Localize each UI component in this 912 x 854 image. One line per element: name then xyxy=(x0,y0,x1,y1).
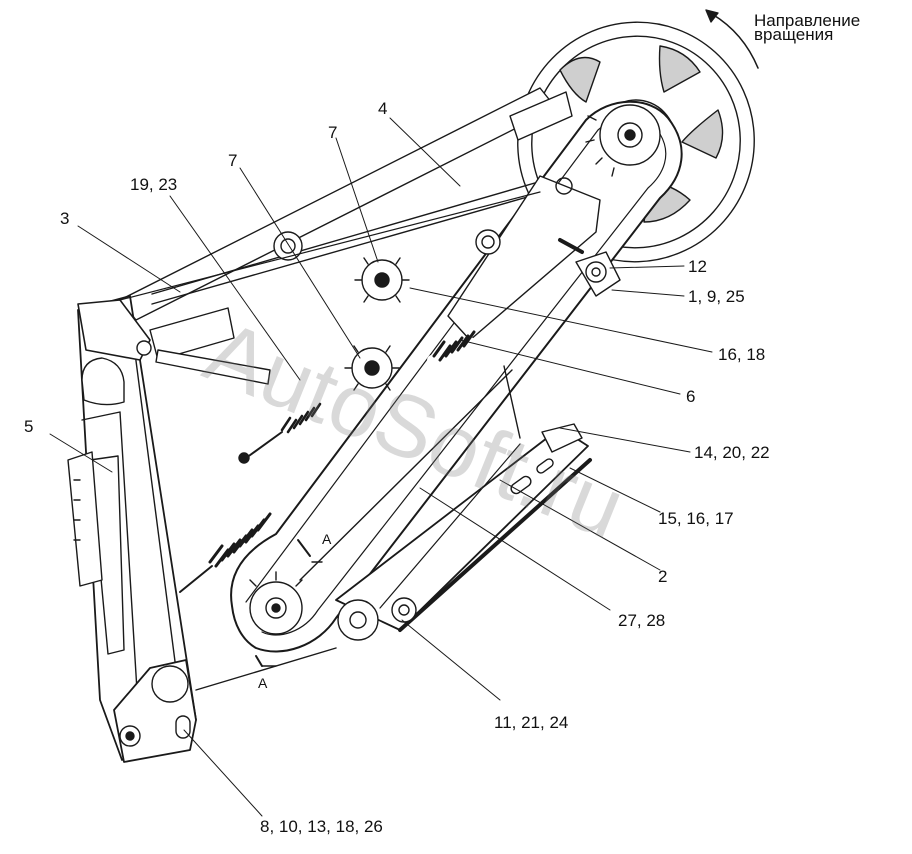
callout-6: 6 xyxy=(686,387,696,406)
tension-spring-lower xyxy=(179,512,272,593)
adjuster-bolt xyxy=(558,238,621,297)
tension-spring-upper xyxy=(427,330,476,365)
center-link xyxy=(299,365,521,609)
left-arm xyxy=(67,295,197,761)
right-plate xyxy=(447,175,601,341)
idler-sprocket-1 xyxy=(354,257,410,303)
callout-8-10-13-18-26: 8, 10, 13, 18, 26 xyxy=(260,817,383,836)
long-tie-rod xyxy=(119,191,541,691)
callout-7b: 7 xyxy=(328,123,338,142)
upper-sprocket-icon xyxy=(585,104,661,177)
section-mark-bottom: A xyxy=(258,675,268,691)
callout-15-16-17: 15, 16, 17 xyxy=(658,509,734,528)
callout-7a: 7 xyxy=(228,151,238,170)
callout-12: 12 xyxy=(688,257,707,276)
section-mark-top: A xyxy=(322,531,332,547)
callout-2: 2 xyxy=(658,567,668,586)
callout-19-23: 19, 23 xyxy=(130,175,178,194)
callout-1-9-25: 1, 9, 25 xyxy=(688,287,745,306)
right-lever xyxy=(335,423,592,641)
section-line-a xyxy=(255,539,323,667)
callout-4: 4 xyxy=(378,99,388,118)
lower-pivot-block xyxy=(113,659,197,763)
callout-3: 3 xyxy=(60,209,70,228)
callout-27-28: 27, 28 xyxy=(618,611,666,630)
rotation-direction-label: Направление вращения xyxy=(754,11,861,44)
rotation-arrow-icon xyxy=(705,9,759,69)
left-top-bracket xyxy=(77,299,271,385)
tension-spring-small xyxy=(238,402,322,464)
lower-sprocket-icon xyxy=(249,571,303,635)
rotation-label-line1: Направление xyxy=(754,11,861,30)
callout-14-20-22: 14, 20, 22 xyxy=(694,443,770,462)
callout-5: 5 xyxy=(24,417,34,436)
callout-16-18: 16, 18 xyxy=(718,345,766,364)
idler-sprocket-2 xyxy=(344,345,400,391)
leader-lines xyxy=(49,117,713,817)
rotation-label-line2: вращения xyxy=(754,25,834,44)
callout-11-21-24: 11, 21, 24 xyxy=(494,713,569,732)
